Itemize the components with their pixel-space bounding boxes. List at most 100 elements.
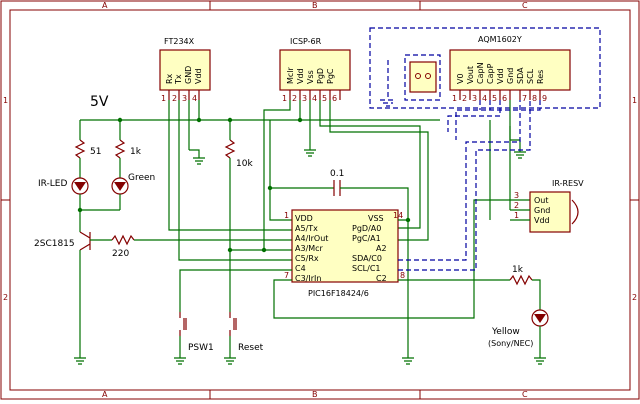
resistor-10k-label: 10k bbox=[236, 159, 253, 169]
ground-ft234x bbox=[189, 149, 205, 165]
ground-lcd bbox=[509, 100, 526, 159]
ft234x-pin-tx: Tx bbox=[174, 74, 183, 85]
mcu-pin-vdd: VDD bbox=[295, 214, 313, 223]
ground-icon bbox=[534, 357, 546, 365]
lcd-pin-number-1: 1 bbox=[452, 94, 457, 103]
switch-psw1: PSW1 bbox=[174, 312, 214, 365]
mcu-body bbox=[291, 209, 399, 283]
ir-led: IR-LED bbox=[38, 177, 89, 210]
lcd-pin-gnd: Gnd bbox=[506, 68, 515, 84]
icsp-title: ICSP-6R bbox=[290, 37, 322, 46]
capacitor-0.1: 0.1 bbox=[270, 169, 409, 220]
mcu-pin-number-14: 14 bbox=[393, 211, 403, 220]
icsp-pin-number-5: 5 bbox=[322, 94, 327, 103]
lcd-body bbox=[449, 49, 571, 91]
switch-reset: Reset bbox=[224, 312, 264, 365]
icsp-pin-number-2: 2 bbox=[292, 94, 297, 103]
lcd-board-outline bbox=[369, 27, 601, 109]
ground-icon bbox=[174, 357, 186, 365]
lcd-pin-capp: CapP bbox=[486, 63, 495, 84]
mcu-pin-c2: C2 bbox=[376, 274, 387, 283]
resistor-1k-yellow: 1k bbox=[509, 265, 541, 310]
icsp-pin-pgd: PgD bbox=[316, 68, 325, 84]
lcd-pin-number-3: 3 bbox=[472, 94, 477, 103]
capacitor-label: 0.1 bbox=[330, 169, 344, 179]
ground-icon bbox=[224, 357, 236, 365]
lcd-pin-res: Res bbox=[536, 70, 545, 84]
icsp-pin-number-6: 6 bbox=[332, 94, 337, 103]
mcu-pin-c5-rx: C5/Rx bbox=[295, 254, 319, 263]
lcd-pin-number-8: 8 bbox=[532, 94, 537, 103]
yellow-led-icon bbox=[534, 314, 546, 323]
resistor-220-label: 220 bbox=[112, 249, 129, 259]
lcd-pin-capn: CapN bbox=[476, 62, 485, 84]
lcd-pin-number-6: 6 bbox=[502, 94, 507, 103]
mcu-pin-number-8: 8 bbox=[400, 271, 405, 280]
ground-icsp bbox=[304, 149, 316, 157]
i2c-bus bbox=[398, 100, 541, 271]
switch-psw1-label: PSW1 bbox=[188, 343, 214, 353]
mcu-pin-number-1: 1 bbox=[284, 211, 289, 220]
transistor-label: 2SC1815 bbox=[34, 239, 75, 249]
col-label-b-top: B bbox=[312, 1, 318, 10]
row-label-1-left: 1 bbox=[3, 96, 8, 105]
mcu-pin-pgd-a0: PgD/A0 bbox=[352, 224, 381, 233]
ft234x-pin-number-3: 3 bbox=[182, 94, 187, 103]
ft234x-pin-rx: Rx bbox=[165, 73, 174, 84]
yellow-led-note: (Sony/NEC) bbox=[488, 339, 533, 348]
mcu-pin-c3-irin: C3/IrIn bbox=[295, 274, 321, 283]
lcd-pin-sda: SDA bbox=[516, 67, 525, 84]
icsp-pin-vss: Vss bbox=[306, 70, 315, 84]
lcd-pin-v0: V0 bbox=[456, 73, 465, 84]
ir-receiver-pin-out: Out bbox=[534, 196, 549, 205]
ft234x-title: FT234X bbox=[164, 37, 195, 46]
lcd-module: AQM1602Y V0 Vout CapN CapP Vdd Gnd SDA S… bbox=[369, 27, 601, 110]
mcu-pin-scl-c1: SCL/C1 bbox=[352, 264, 381, 273]
mcu-pic16f18424: VDD A5/Tx A4/IrOut A3/Mcr C5/Rx C4 C3/Ir… bbox=[284, 209, 405, 298]
mcu-pin-c4: C4 bbox=[295, 264, 306, 273]
ir-receiver-pin-number-2: 2 bbox=[514, 201, 519, 210]
ft234x-module: FT234X Rx Tx GND Vdd 1 2 3 4 bbox=[159, 37, 211, 103]
col-label-b-bottom: B bbox=[312, 390, 318, 399]
ground-icon bbox=[402, 357, 414, 365]
green-led-icon bbox=[114, 182, 126, 191]
row-label-2-left: 2 bbox=[3, 293, 8, 302]
lcd-pin-number-9: 9 bbox=[542, 94, 547, 103]
resistor-51: 51 bbox=[74, 120, 101, 178]
ft234x-body bbox=[159, 49, 211, 91]
mcu-pin-a2: A2 bbox=[376, 244, 387, 253]
lcd-onboard-cap bbox=[409, 61, 437, 93]
ground-icon bbox=[304, 149, 316, 157]
row-label-2-right: 2 bbox=[632, 293, 637, 302]
mcu-pin-pgc-a1: PgC/A1 bbox=[352, 234, 381, 243]
ir-receiver: IR-RESV Out Gnd Vdd 3 2 1 bbox=[514, 179, 584, 233]
col-label-c-bottom: C bbox=[522, 390, 528, 399]
ir-receiver-pin-vdd: Vdd bbox=[534, 216, 550, 225]
yellow-led: Yellow (Sony/NEC) bbox=[488, 309, 549, 365]
icsp-pin-vdd: Vdd bbox=[296, 68, 305, 84]
ground-icon bbox=[514, 151, 526, 159]
ft234x-pin-number-1: 1 bbox=[161, 94, 166, 103]
power-5v-label: 5V bbox=[90, 94, 109, 110]
icsp-body bbox=[279, 49, 351, 91]
lcd-pin-number-7: 7 bbox=[522, 94, 527, 103]
green-led-label: Green bbox=[128, 173, 155, 183]
col-label-a-top: A bbox=[102, 1, 108, 10]
ir-receiver-pin-number-3: 3 bbox=[514, 191, 519, 200]
col-label-c-top: C bbox=[522, 1, 528, 10]
ground-mcu bbox=[402, 357, 414, 365]
lcd-title: AQM1602Y bbox=[478, 35, 522, 44]
row-label-1-right: 1 bbox=[632, 96, 637, 105]
mcu-pin-sda-c0: SDA/C0 bbox=[352, 254, 382, 263]
ground-icon bbox=[74, 357, 86, 365]
switch-reset-label: Reset bbox=[238, 343, 264, 353]
mcu-pin-a5-tx: A5/Tx bbox=[295, 224, 318, 233]
lcd-pin-vdd: Vdd bbox=[496, 68, 505, 84]
resistor-220: 220 bbox=[111, 234, 292, 259]
resistor-1k-green-label: 1k bbox=[130, 147, 142, 157]
ir-receiver-pin-number-1: 1 bbox=[514, 211, 519, 220]
icsp-pin-number-3: 3 bbox=[302, 94, 307, 103]
transistor-2sc1815: 2SC1815 bbox=[34, 210, 112, 358]
resistor-1k-green: 1k bbox=[114, 120, 142, 178]
